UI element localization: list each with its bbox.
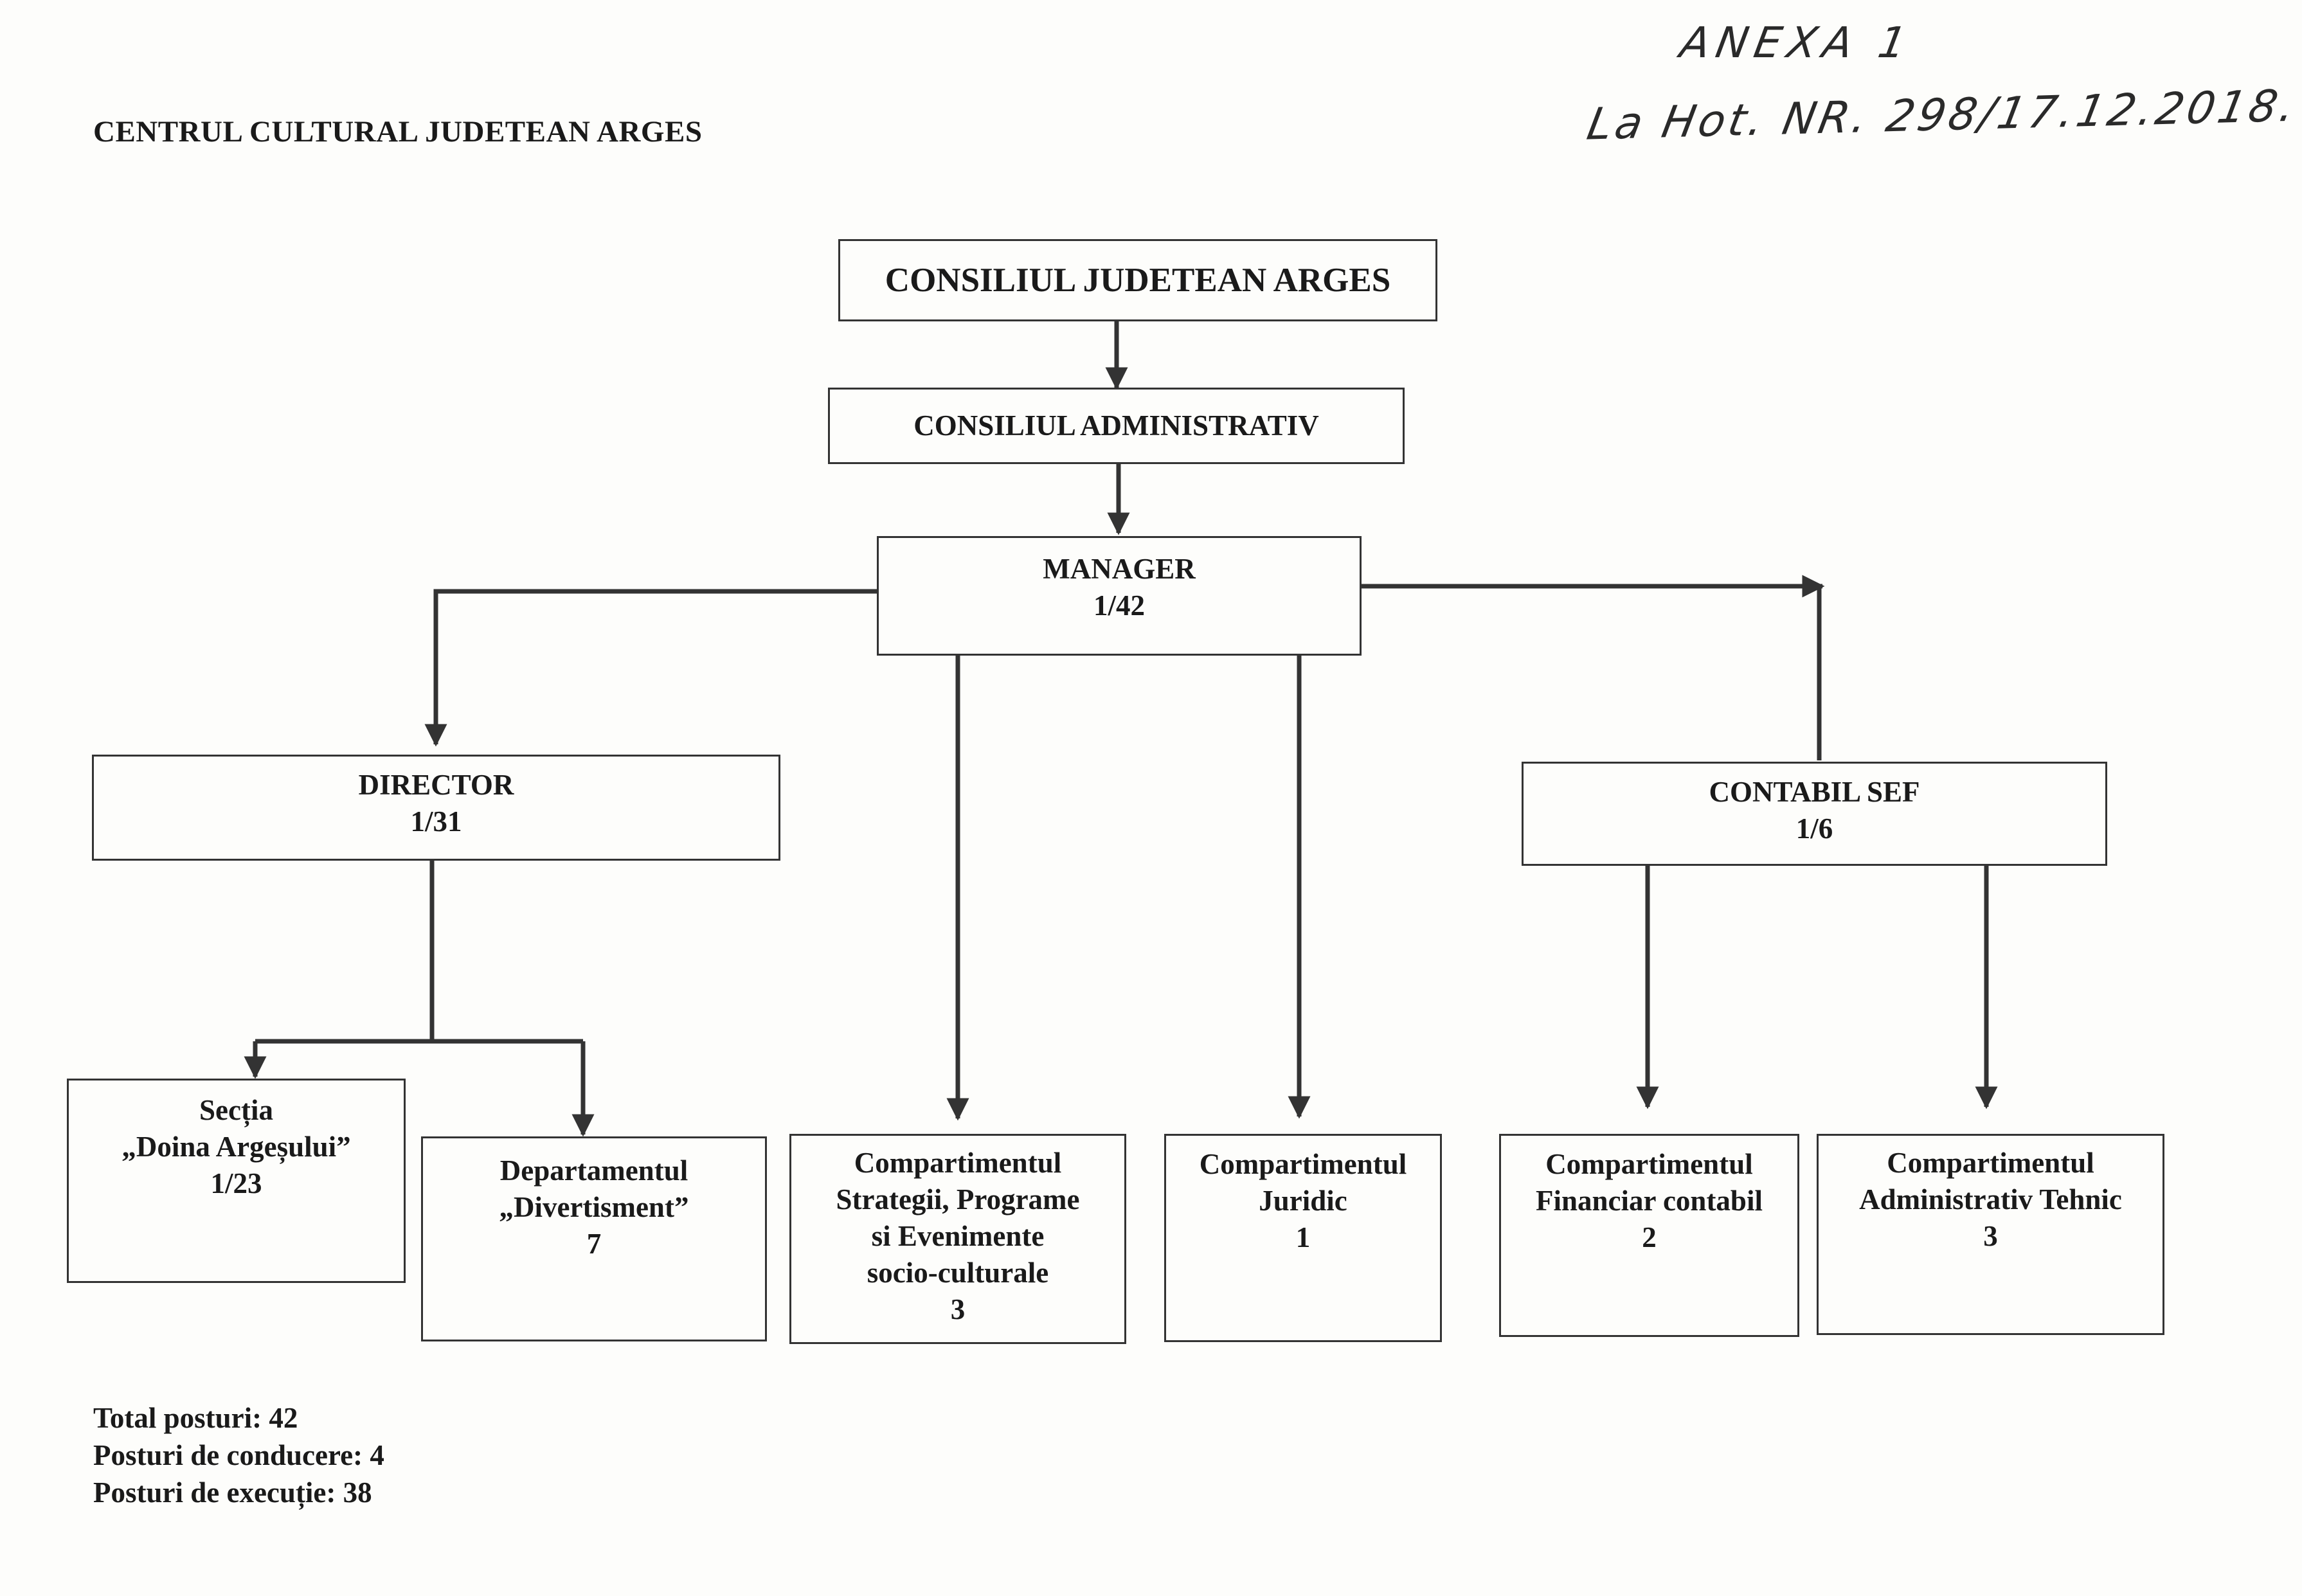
institution-title: CENTRUL CULTURAL JUDETEAN ARGES	[93, 115, 703, 148]
entertainment-dept-label-2: „Divertisment”	[499, 1191, 689, 1223]
entertainment-dept-label-1: Departamentul	[499, 1154, 688, 1187]
management-posts: Posturi de conducere: 4	[93, 1439, 384, 1471]
legal-comp-box: Compartimentul Juridic 1	[1164, 1134, 1442, 1342]
director-label: DIRECTOR	[358, 769, 514, 801]
finance-comp-label-1: Compartimentul	[1545, 1148, 1753, 1180]
chief-accountant-label: CONTABIL SEF	[1709, 776, 1920, 808]
entertainment-dept-box: Departamentul „Divertisment” 7	[421, 1136, 767, 1341]
county-council-label: CONSILIUL JUDETEAN ARGES	[885, 261, 1391, 299]
legal-comp-count: 1	[1295, 1221, 1311, 1253]
entertainment-dept-count: 7	[586, 1228, 602, 1260]
execution-posts: Posturi de execuție: 38	[93, 1476, 372, 1509]
chief-accountant-count: 1/6	[1795, 812, 1833, 845]
admin-tech-comp-label-1: Compartimentul	[1887, 1147, 2094, 1179]
manager-box: MANAGER 1/42	[877, 536, 1362, 656]
connector-lines	[244, 321, 1998, 1137]
admin-council-box: CONSILIUL ADMINISTRATIV	[828, 388, 1405, 464]
strategy-comp-label-2: Strategii, Programe	[836, 1183, 1080, 1215]
doina-section-label-1: Secția	[199, 1094, 273, 1126]
strategy-comp-box: Compartimentul Strategii, Programe si Ev…	[789, 1134, 1126, 1344]
admin-council-label: CONSILIUL ADMINISTRATIV	[913, 409, 1319, 442]
doina-section-count: 1/23	[210, 1167, 262, 1199]
chief-accountant-box: CONTABIL SEF 1/6	[1522, 762, 2107, 866]
strategy-comp-count: 3	[950, 1293, 966, 1325]
manager-count: 1/42	[1093, 589, 1145, 622]
finance-comp-label-2: Financiar contabil	[1536, 1185, 1763, 1217]
finance-comp-box: Compartimentul Financiar contabil 2	[1499, 1134, 1799, 1337]
total-posts: Total posturi: 42	[93, 1402, 298, 1434]
admin-tech-comp-box: Compartimentul Administrativ Tehnic 3	[1817, 1134, 2164, 1335]
strategy-comp-label-3: si Evenimente	[871, 1220, 1045, 1252]
county-council-box: CONSILIUL JUDETEAN ARGES	[838, 239, 1437, 321]
doina-section-box: Secția „Doina Argeșului” 1/23	[67, 1079, 406, 1283]
legal-comp-label-1: Compartimentul	[1199, 1148, 1407, 1180]
admin-tech-comp-count: 3	[1983, 1220, 1998, 1252]
posts-summary: Total posturi: 42 Posturi de conducere: …	[93, 1399, 384, 1511]
director-box: DIRECTOR 1/31	[92, 755, 780, 861]
strategy-comp-label-1: Compartimentul	[854, 1147, 1062, 1179]
doina-section-label-2: „Doina Argeșului”	[121, 1131, 351, 1163]
manager-label: MANAGER	[1043, 553, 1196, 585]
legal-comp-label-2: Juridic	[1259, 1185, 1347, 1217]
finance-comp-count: 2	[1642, 1221, 1657, 1253]
connector-manager-director	[424, 589, 877, 747]
strategy-comp-label-4: socio-culturale	[867, 1257, 1049, 1289]
director-count: 1/31	[410, 805, 462, 838]
admin-tech-comp-label-2: Administrativ Tehnic	[1859, 1183, 2122, 1215]
